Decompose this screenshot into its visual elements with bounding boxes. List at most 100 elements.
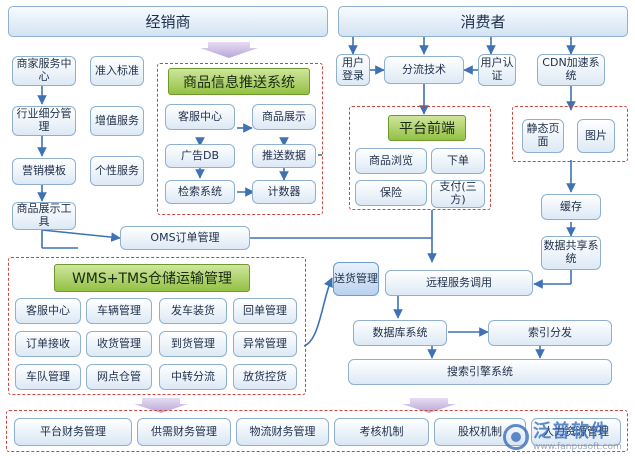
user-login-label: 用户登录 [342,56,364,82]
marketing-template-node: 营销模板 [12,158,76,185]
push-data-label: 推送数据 [262,148,306,162]
push-system-title-label: 商品信息推送系统 [183,74,295,91]
industry-segment-label: 行业细分管理 [16,107,72,133]
delivery-mgmt-label: 送货管理 [334,271,378,285]
bottom-item-2: 物流财务管理 [236,418,329,446]
wms-item-1-1: 收货管理 [86,331,152,357]
bottom-item-label: 股权机制 [458,424,502,438]
static-page-node: 静态页面 [522,119,564,153]
oms-node: OMS订单管理 [120,226,250,250]
cache-label: 缓存 [560,199,582,213]
wms-item-2-0: 车队管理 [15,364,81,390]
wms-item-1-2: 到货管理 [159,331,227,357]
cdn-node: CDN加速系统 [537,54,605,86]
admission-standard-node: 准入标准 [90,56,144,86]
distributor-header-label: 经销商 [145,13,191,31]
wms-title-label: WMS+TMS仓储运输管理 [71,271,233,287]
user-auth-label: 用户认证 [480,56,514,82]
user-auth-node: 用户认证 [478,54,516,86]
wms-item-label: 放货控货 [243,369,287,383]
ad-db-label: 广告DB [180,148,220,162]
wms-item-label: 回单管理 [243,303,287,317]
consumer-header-label: 消费者 [460,13,506,31]
wms-item-1-0: 订单接收 [15,331,81,357]
database-system-label: 数据库系统 [372,325,428,339]
bottom-item-5: 人力资源管理 [531,418,621,446]
push-product-display-label: 商品展示 [262,109,306,123]
product-display-tool-label: 商品展示工具 [16,202,72,228]
wms-item-2-3: 放货控货 [233,364,297,390]
watermark-logo-icon [503,424,529,450]
bottom-item-label: 考核机制 [359,424,404,438]
wms-item-label: 客服中心 [26,303,70,317]
value-added-service-label: 增值服务 [95,113,139,127]
payment-node: 支付(三方) [431,180,485,208]
consumer-header: 消费者 [338,6,628,37]
wms-item-2-2: 中转分流 [159,364,227,390]
cache-node: 缓存 [541,194,601,220]
wms-item-2-1: 网点仓管 [86,364,152,390]
push-customer-center-label: 客服中心 [178,109,222,123]
marketing-template-label: 营销模板 [22,164,66,178]
product-browse-node: 商品浏览 [355,148,427,174]
database-system-node: 数据库系统 [353,320,447,346]
wms-item-label: 车队管理 [26,369,70,383]
platform-front-title-label: 平台前端 [399,121,455,137]
data-sharing-node: 数据共享系统 [541,236,601,270]
product-display-tool-node: 商品展示工具 [12,202,76,230]
cdn-label: CDN加速系统 [542,56,600,82]
bottom-item-label: 人力资源管理 [543,424,609,438]
wms-item-label: 发车装货 [171,303,215,317]
bottom-item-1: 供需财务管理 [137,418,231,446]
retrieval-system-node: 检索系统 [165,180,235,204]
personalized-service-node: 个性服务 [90,156,144,186]
remote-call-node: 远程服务调用 [385,270,533,296]
distributor-header: 经销商 [8,6,328,37]
index-distribution-node: 索引分发 [488,320,612,346]
wms-frame [8,257,306,395]
counter-label: 计数器 [267,184,301,198]
platform-front-frame [349,106,491,210]
watermark: 泛普软件 www.fanpusoft.com [503,418,633,456]
data-sharing-label: 数据共享系统 [543,239,599,265]
index-distribution-label: 索引分发 [528,325,572,339]
industry-segment-node: 行业细分管理 [12,106,76,136]
push-system-title: 商品信息推送系统 [168,68,310,95]
insurance-label: 保险 [380,185,402,199]
search-engine-node: 搜索引擎系统 [348,359,612,385]
watermark-cn: 泛普软件 [533,421,609,442]
retrieval-system-label: 检索系统 [178,184,222,198]
wms-item-0-2: 发车装货 [159,298,227,324]
wms-item-label: 订单接收 [26,336,70,350]
watermark-en: www.fanpusoft.com [533,442,622,452]
image-label: 图片 [585,128,607,142]
remote-call-label: 远程服务调用 [426,275,492,289]
product-browse-label: 商品浏览 [369,153,413,167]
order-label: 下单 [447,153,469,167]
wms-item-label: 收货管理 [97,336,141,350]
bottom-item-0: 平台财务管理 [14,418,132,446]
insurance-node: 保险 [355,180,427,206]
ad-db-node: 广告DB [165,144,235,168]
merchant-service-center-node: 商家服务中心 [12,56,76,86]
wms-title: WMS+TMS仓储运输管理 [54,264,250,292]
image-node: 图片 [577,119,615,153]
oms-label: OMS订单管理 [150,230,220,244]
wms-item-0-1: 车辆管理 [86,298,152,324]
merchant-service-center-label: 商家服务中心 [16,57,72,83]
wms-item-0-3: 回单管理 [233,298,297,324]
wms-item-0-0: 客服中心 [15,298,81,324]
push-customer-center-node: 客服中心 [165,104,235,130]
distribution-tech-label: 分流技术 [402,62,446,76]
user-login-node: 用户登录 [336,54,370,86]
push-data-node: 推送数据 [252,144,316,168]
admission-standard-label: 准入标准 [95,63,139,77]
order-node: 下单 [431,148,485,174]
value-added-service-node: 增值服务 [90,106,144,136]
wms-item-1-3: 异常管理 [233,331,297,357]
cdn-frame [512,106,628,162]
bottom-item-label: 供需财务管理 [151,424,217,438]
wms-item-label: 异常管理 [243,336,287,350]
